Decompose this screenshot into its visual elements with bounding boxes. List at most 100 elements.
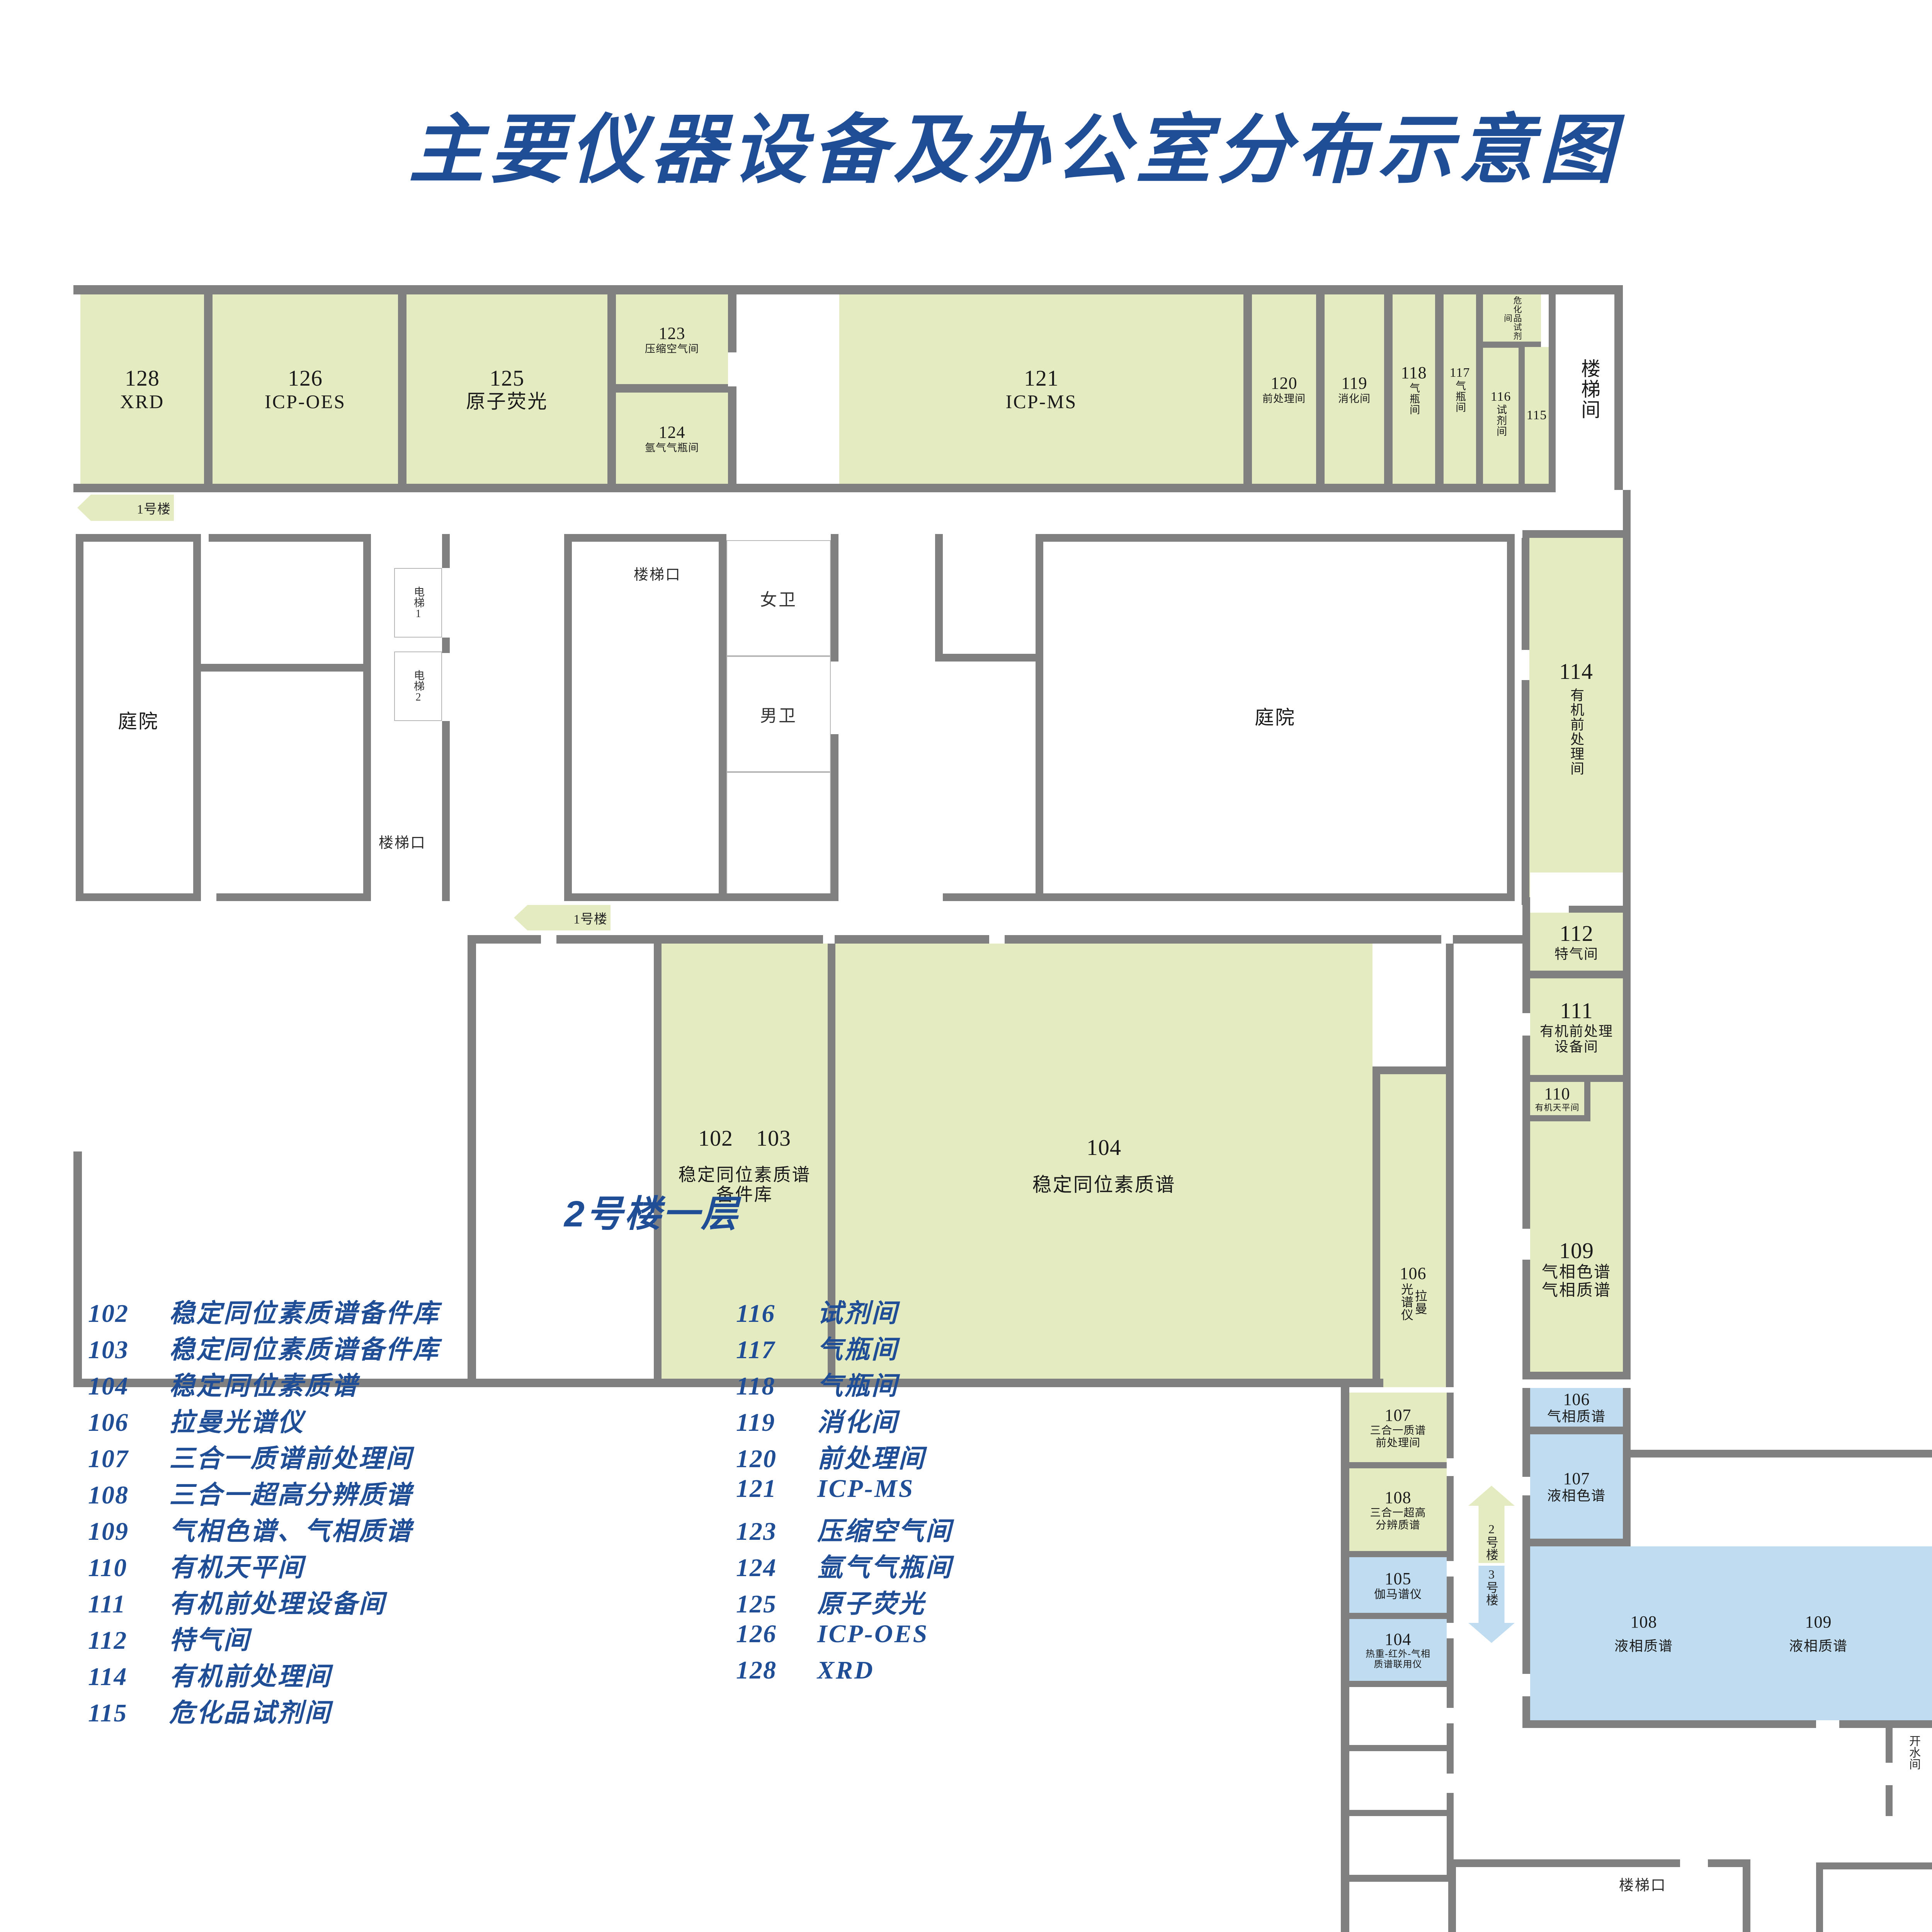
room-106-green[interactable]: 106 拉曼 光谱仪 (1380, 1074, 1446, 1387)
wall-b3r-v3 (1522, 1546, 1530, 1674)
room-109-green[interactable]: 109 气相色谱 气相质谱 (1530, 1082, 1623, 1372)
room-104-blue[interactable]: 104 热重-红外-气相 质谱联用仪 (1349, 1619, 1447, 1681)
room-116[interactable]: 116 试剂间 (1483, 342, 1519, 484)
wall-mc-h4 (1349, 1681, 1447, 1687)
room-125[interactable]: 125 原子荧光 (406, 294, 607, 484)
room-105-blue[interactable]: 105 伽马谱仪 (1349, 1557, 1447, 1613)
room-121[interactable]: 121 ICP-MS (839, 294, 1243, 484)
room-104-green[interactable]: 104 稳定同位素质谱 (835, 944, 1372, 1387)
legend-room-number: 109 (88, 1517, 129, 1546)
courtyard-label: 庭院 (1255, 707, 1296, 728)
room-114-green[interactable]: 114 有机前处理间 (1529, 538, 1623, 897)
stairwell-top[interactable]: 楼梯间 (1556, 294, 1623, 484)
room-name-108: 液相质谱 (1614, 1638, 1673, 1654)
room-111-green[interactable]: 111 有机前处理 设备间 (1530, 978, 1623, 1075)
room-108-green[interactable]: 108 三合一超高 分辨质谱 (1349, 1468, 1447, 1551)
room-name: 有机前处理 设备间 (1539, 1024, 1613, 1055)
room-117[interactable]: 117 气瓶间 (1444, 294, 1476, 484)
room-name: 特气间 (1554, 946, 1599, 962)
wall-b3r-v3b (1522, 1696, 1530, 1720)
legend-room-number: 120 (736, 1445, 777, 1473)
wall-m-bot-5 (1043, 893, 1515, 901)
wall-elev-v (442, 534, 450, 568)
room-name-109: 液相质谱 (1789, 1638, 1848, 1654)
legend-room-number: 126 (736, 1620, 777, 1648)
room-110-green-overlay[interactable]: 110 有机天平间 (1530, 1082, 1584, 1115)
legend-room-number: 108 (88, 1481, 129, 1509)
wall-b3r-h3 (1522, 1720, 1816, 1728)
wall-m-v9 (1036, 534, 1043, 901)
room-name: 原子荧光 (466, 391, 548, 413)
room-number: 112 (1560, 921, 1594, 946)
wall-m-v10 (1507, 534, 1515, 901)
elevator-1-box[interactable]: 电梯1 (394, 568, 442, 638)
wall-m-v6 (831, 534, 838, 662)
wall-mc-v-down (1341, 1882, 1349, 1932)
room-name: 拉曼 光谱仪 (1400, 1283, 1427, 1321)
courtyard-right: 庭院 (1043, 542, 1507, 893)
room-107-blue[interactable]: 107 液相色谱 (1530, 1434, 1623, 1539)
wall-v (1435, 294, 1444, 484)
room-number: 117 (1449, 365, 1470, 380)
legend-room-name: 三合一质谱前处理间 (169, 1445, 413, 1473)
legend-room-number: 106 (88, 1408, 129, 1437)
wall-elev-v2 (442, 638, 450, 653)
wall-m-bot-4 (943, 893, 1043, 901)
room-mc-white-2 (1349, 1751, 1447, 1810)
room-112-green[interactable]: 112 特气间 (1530, 913, 1623, 971)
room-119[interactable]: 119 消化间 (1325, 294, 1384, 484)
wall-112-v (1522, 905, 1530, 971)
wall-b3r-r2 (1623, 1434, 1631, 1539)
room-120[interactable]: 120 前处理间 (1252, 294, 1316, 484)
wall-b3-top-e (1453, 935, 1522, 944)
stair-entry-label-mid: 楼梯口 (634, 567, 682, 583)
room-106-blue[interactable]: 106 气相质谱 (1530, 1388, 1623, 1427)
wc-male-box[interactable]: 男卫 (726, 656, 831, 772)
room-hazard-reagent[interactable]: 危化品试剂间 (1483, 294, 1541, 342)
legend-row: 107 三合一质谱前处理间 (88, 1438, 413, 1475)
wall-m-top-4 (1036, 534, 1515, 542)
wall-b3-bot-left-v (73, 1151, 82, 1387)
legend-room-name: 稳定同位素质谱 (169, 1372, 359, 1400)
wall-111-bot (1522, 1075, 1631, 1082)
room-108-109-blue[interactable]: 108 液相质谱 109 液相质谱 (1530, 1546, 1932, 1720)
room-number: 107 (1384, 1406, 1412, 1425)
room-115-top[interactable]: 115 (1525, 347, 1549, 484)
room-107-green[interactable]: 107 三合一质谱 前处理间 (1349, 1393, 1447, 1462)
room-number-102: 102 (698, 1126, 733, 1151)
legend-room-name: 拉曼光谱仪 (169, 1408, 304, 1437)
room-118[interactable]: 118 气瓶间 (1393, 294, 1435, 484)
room-128[interactable]: 128 XRD (80, 294, 204, 484)
stair-entry-label-b3a: 楼梯口 (1619, 1878, 1667, 1894)
legend-room-name: XRD (817, 1656, 874, 1684)
wall-b3r-h2 (1522, 1539, 1631, 1546)
wall-water-v2 (1886, 1785, 1893, 1816)
room-126[interactable]: 126 ICP-OES (213, 294, 398, 484)
room-124[interactable]: 124 氩气气瓶间 (616, 393, 728, 484)
room-number: 115 (1526, 408, 1547, 422)
room-102-103[interactable]: 102 103 稳定同位素质谱 备件库 (662, 944, 828, 1387)
wall-m-bot-2 (216, 893, 371, 901)
wc-female-box[interactable]: 女卫 (726, 540, 831, 656)
legend-room-number: 107 (88, 1445, 129, 1473)
legend-room-name: 有机天平间 (169, 1554, 304, 1582)
room-number: 126 (288, 365, 323, 391)
legend-room-name: 试剂间 (817, 1299, 898, 1328)
elevator-2-box[interactable]: 电梯2 (394, 651, 442, 721)
room-number: 105 (1384, 1569, 1412, 1588)
legend-room-name: 原子荧光 (817, 1590, 925, 1618)
wall-m-v5 (719, 534, 726, 901)
wall-v (1243, 294, 1252, 484)
wall-right-edge-m (1623, 490, 1631, 905)
room-name: 三合一质谱 前处理间 (1370, 1425, 1426, 1449)
room-123[interactable]: 123 压缩空气间 (616, 294, 728, 384)
legend-room-name: 特气间 (169, 1626, 250, 1655)
room-name: 液相色谱 (1547, 1488, 1606, 1504)
hazard-reagent-label: 危化品试剂间 (1503, 296, 1522, 340)
